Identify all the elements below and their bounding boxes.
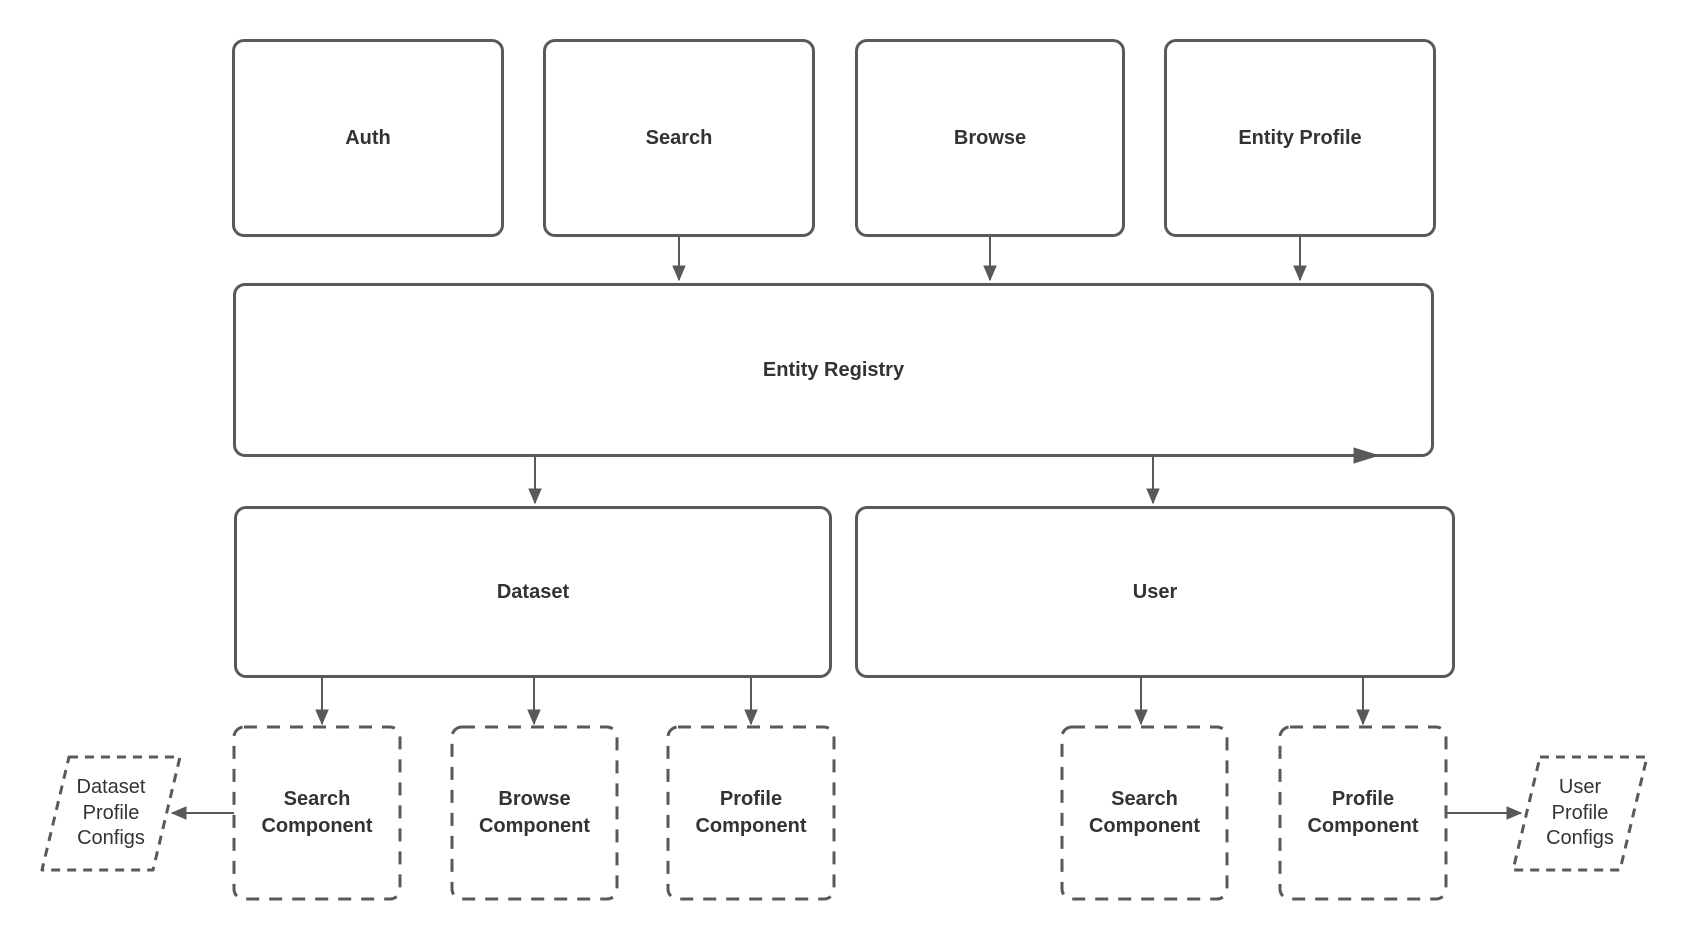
user-node: User bbox=[855, 506, 1455, 678]
dataset-browse-component-label: Browse Component bbox=[478, 788, 591, 837]
browse-node: Browse bbox=[855, 39, 1125, 237]
entity-registry-label: Entity Registry bbox=[762, 358, 905, 381]
dataset-profile-component-label: Profile Component bbox=[695, 788, 807, 837]
search-node: Search bbox=[543, 39, 815, 237]
user-profile-component-label: Profile Component bbox=[1307, 788, 1419, 837]
entity-profile-label: Entity Profile bbox=[1238, 126, 1362, 149]
user-label: User bbox=[1132, 580, 1178, 603]
search-label: Search bbox=[645, 126, 713, 149]
auth-node: Auth bbox=[232, 39, 504, 237]
dataset-label: Dataset bbox=[496, 580, 570, 603]
entity-profile-node: Entity Profile bbox=[1164, 39, 1436, 237]
dataset-profile-configs-label: Dataset Profile Configs bbox=[76, 776, 146, 850]
entity-registry-node: Entity Registry bbox=[233, 283, 1434, 457]
auth-label: Auth bbox=[345, 126, 391, 149]
dataset-node: Dataset bbox=[234, 506, 832, 678]
dataset-search-component-label: Search Component bbox=[261, 788, 373, 837]
user-search-component-label: Search Component bbox=[1088, 788, 1201, 837]
browse-label: Browse bbox=[953, 126, 1027, 149]
user-profile-configs-label: User Profile Configs bbox=[1546, 776, 1614, 850]
